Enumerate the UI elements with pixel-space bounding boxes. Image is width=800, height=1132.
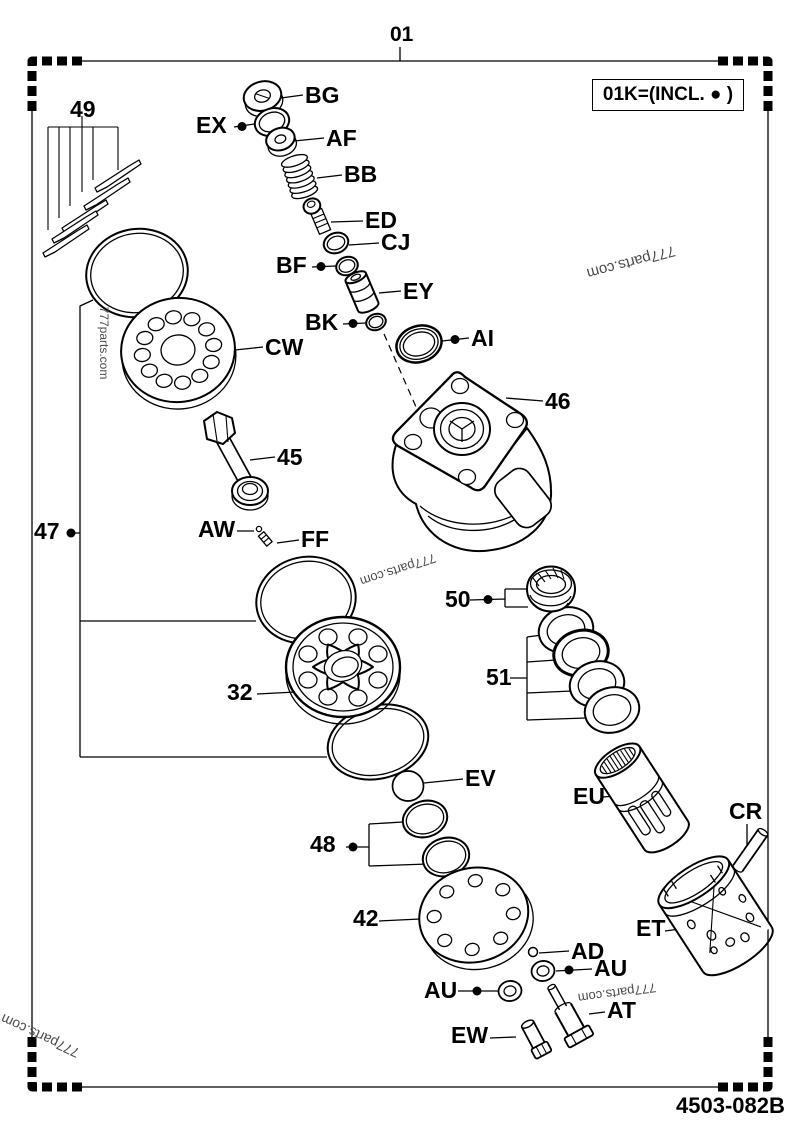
part-49-spring-plates (42, 159, 142, 258)
part-label-bb: BB (344, 161, 378, 187)
part-at-bolt (547, 983, 594, 1049)
part-ey-valve-spool (344, 270, 380, 314)
part-label-ed: ED (365, 207, 397, 233)
part-cr-pin (732, 827, 769, 873)
part-label-cj: CJ (381, 229, 411, 255)
part-au-washer-right (530, 960, 556, 982)
part-label-ev: EV (465, 765, 496, 791)
part-cj-ring (322, 231, 350, 255)
part-label-32: 32 (227, 679, 253, 705)
part-label-cr: CR (729, 798, 763, 824)
part-label-ey: EY (403, 278, 434, 304)
part-label-bk: BK (305, 309, 339, 335)
part-51-washers (537, 606, 641, 734)
kit-note-text: 01K=(INCL. ● ) (602, 84, 734, 105)
part-label-45: 45 (277, 444, 303, 470)
part-au-washer-left (497, 980, 523, 1002)
part-label-af: AF (326, 125, 357, 151)
part-32-gerotor (284, 615, 402, 725)
part-label-ff: FF (301, 526, 330, 552)
part-label-bf: BF (276, 252, 307, 278)
part-50-retaining-ring (526, 565, 576, 613)
part-label-47: 47 (34, 518, 60, 544)
kit-dots (66, 122, 574, 996)
kit-note-box: 01K=(INCL. ● ) (592, 79, 744, 111)
part-46-housing (391, 371, 553, 553)
part-label-au-right: AU (594, 955, 628, 981)
border-corner-bottom-left (27, 1037, 82, 1092)
part-ai-seal (395, 324, 443, 364)
part-label-eu: EU (573, 783, 605, 809)
part-42-end-cover (418, 866, 534, 971)
part-label-at: AT (607, 997, 636, 1023)
part-label-cw: CW (265, 334, 304, 360)
part-label-49: 49 (70, 96, 96, 122)
drawing-code: 4503-082B (676, 1093, 785, 1118)
part-label-46: 46 (545, 388, 571, 414)
watermark: 777parts.com (97, 306, 111, 380)
part-label-et: ET (636, 915, 666, 941)
part-ad-ball (527, 946, 539, 958)
part-ed-poppet (302, 197, 332, 235)
part-label-ew: EW (451, 1022, 489, 1048)
part-aw-ff-screw (255, 525, 273, 547)
part-bk-oring (365, 312, 387, 332)
part-bf-oring (335, 255, 359, 277)
part-label-aw: AW (198, 516, 236, 542)
part-45-shaft (203, 411, 269, 511)
part-label-bg: BG (305, 82, 340, 108)
part-label-au-left: AU (424, 977, 458, 1003)
part-label-50: 50 (445, 586, 471, 612)
page-border (27, 47, 773, 1092)
part-label-51: 51 (486, 664, 512, 690)
border-corner-top-left (27, 56, 82, 111)
part-label-ex: EX (196, 112, 227, 138)
part-label-ad: AD (571, 938, 605, 964)
part-bb-spring (280, 153, 319, 200)
border-corner-bottom-right (718, 1037, 773, 1092)
part-af-washer (265, 126, 298, 157)
part-label-48: 48 (310, 831, 336, 857)
part-cw-balance-plate (120, 296, 237, 410)
part-eu-coupling (593, 742, 690, 854)
part-et-sleeve (657, 855, 774, 977)
part-label-ai: AI (471, 325, 494, 351)
border-corner-top-right (718, 56, 773, 111)
part-ew-plug (520, 1019, 553, 1060)
part-label-42: 42 (353, 905, 379, 931)
part-ev-disc (391, 770, 425, 802)
assembly-ref-label: 01 (390, 23, 414, 46)
